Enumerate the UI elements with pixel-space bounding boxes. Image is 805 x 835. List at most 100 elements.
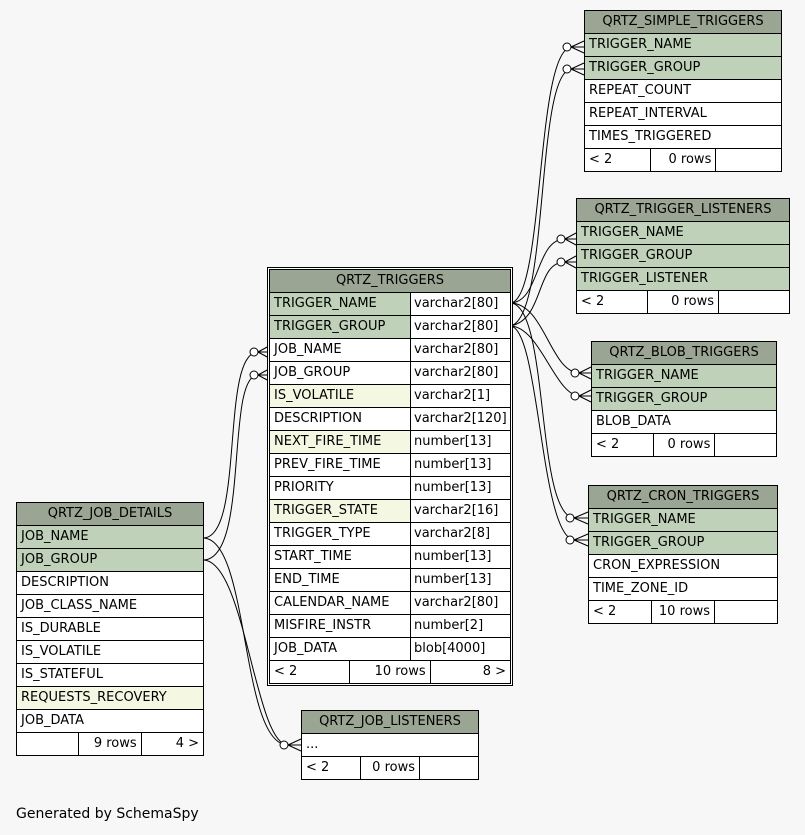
table-footer: < 2 10 rows <box>589 601 777 623</box>
column-name: IS_VOLATILE <box>274 388 355 403</box>
column-name: TIME_ZONE_ID <box>593 581 689 596</box>
table-title[interactable]: QRTZ_TRIGGERS <box>270 270 510 293</box>
column-name: TRIGGER_GROUP <box>581 248 693 263</box>
column-row[interactable]: JOB_CLASS_NAME <box>17 595 203 618</box>
column-name: IS_STATEFUL <box>21 667 104 682</box>
children-count <box>419 757 478 779</box>
column-row[interactable]: TRIGGER_NAME <box>592 365 776 388</box>
column-name: NEXT_FIRE_TIME <box>274 434 382 449</box>
column-row[interactable]: TRIGGER_GROUP varchar2[80] <box>270 316 510 339</box>
column-row[interactable]: TRIGGER_GROUP <box>592 388 776 411</box>
children-count[interactable]: 4 > <box>140 733 203 755</box>
children-count <box>718 291 789 313</box>
column-name: CRON_EXPRESSION <box>593 558 721 573</box>
column-row[interactable]: IS_DURABLE <box>17 618 203 641</box>
column-row[interactable]: TIME_ZONE_ID <box>589 578 777 601</box>
children-count <box>714 601 777 623</box>
parents-count[interactable]: < 2 <box>274 664 298 679</box>
column-row[interactable]: CALENDAR_NAME varchar2[80] <box>270 592 510 615</box>
table-title[interactable]: QRTZ_SIMPLE_TRIGGERS <box>585 11 781 34</box>
column-name: TRIGGER_NAME <box>581 225 684 240</box>
column-name: JOB_CLASS_NAME <box>21 598 138 613</box>
column-name: PRIORITY <box>274 480 334 495</box>
column-row[interactable]: JOB_NAME <box>17 526 203 549</box>
column-type: varchar2[80] <box>410 316 510 338</box>
column-name: PREV_FIRE_TIME <box>274 457 381 472</box>
table-title[interactable]: QRTZ_BLOB_TRIGGERS <box>592 342 776 365</box>
table-qrtz-trigger-listeners[interactable]: QRTZ_TRIGGER_LISTENERS TRIGGER_NAME TRIG… <box>576 198 790 314</box>
parents-count[interactable]: < 2 <box>581 294 605 309</box>
column-row[interactable]: JOB_DATA <box>17 710 203 733</box>
column-row[interactable]: CRON_EXPRESSION <box>589 555 777 578</box>
row-count: 0 rows <box>649 149 716 171</box>
table-title[interactable]: QRTZ_TRIGGER_LISTENERS <box>577 199 789 222</box>
column-name: JOB_DATA <box>21 713 84 728</box>
column-row[interactable]: TRIGGER_GROUP <box>585 57 781 80</box>
column-row[interactable]: IS_STATEFUL <box>17 664 203 687</box>
column-row[interactable]: REPEAT_COUNT <box>585 80 781 103</box>
column-name: TRIGGER_NAME <box>593 512 696 527</box>
column-row[interactable]: PREV_FIRE_TIME number[13] <box>270 454 510 477</box>
column-type: varchar2[8] <box>410 523 510 545</box>
column-row[interactable]: BLOB_DATA <box>592 411 776 434</box>
table-qrtz-job-listeners[interactable]: QRTZ_JOB_LISTENERS ... < 2 0 rows <box>301 710 479 780</box>
column-row[interactable]: IS_VOLATILE <box>17 641 203 664</box>
table-title[interactable]: QRTZ_JOB_LISTENERS <box>302 711 478 734</box>
column-name: IS_DURABLE <box>21 621 101 636</box>
children-count[interactable]: 8 > <box>429 661 510 683</box>
table-footer: < 2 0 rows <box>577 291 789 313</box>
column-name: TRIGGER_GROUP <box>274 319 386 334</box>
column-row[interactable]: JOB_GROUP <box>17 549 203 572</box>
column-row[interactable]: TRIGGER_LISTENER <box>577 268 789 291</box>
column-row[interactable]: TRIGGER_NAME <box>577 222 789 245</box>
generator-credit: Generated by SchemaSpy <box>16 806 199 822</box>
column-name: TRIGGER_GROUP <box>589 60 701 75</box>
table-title[interactable]: QRTZ_JOB_DETAILS <box>17 503 203 526</box>
column-row[interactable]: TRIGGER_GROUP <box>589 532 777 555</box>
parents-count[interactable]: < 2 <box>593 604 617 619</box>
table-qrtz-blob-triggers[interactable]: QRTZ_BLOB_TRIGGERS TRIGGER_NAME TRIGGER_… <box>591 341 777 457</box>
column-name: TIMES_TRIGGERED <box>589 129 712 144</box>
table-qrtz-cron-triggers[interactable]: QRTZ_CRON_TRIGGERS TRIGGER_NAME TRIGGER_… <box>588 485 778 624</box>
table-title[interactable]: QRTZ_CRON_TRIGGERS <box>589 486 777 509</box>
column-name: IS_VOLATILE <box>21 644 102 659</box>
column-type: varchar2[80] <box>410 339 510 361</box>
table-footer: < 2 0 rows <box>585 149 781 171</box>
column-row[interactable]: REPEAT_INTERVAL <box>585 103 781 126</box>
parents-count[interactable]: < 2 <box>596 437 620 452</box>
column-row[interactable]: TRIGGER_NAME <box>589 509 777 532</box>
column-name: CALENDAR_NAME <box>274 595 390 610</box>
column-row[interactable]: TRIGGER_NAME <box>585 34 781 57</box>
column-row[interactable]: ... <box>302 734 478 757</box>
table-footer: < 2 10 rows 8 > <box>270 661 510 683</box>
column-row[interactable]: DESCRIPTION <box>17 572 203 595</box>
row-count: 10 rows <box>349 661 429 683</box>
parents-count[interactable]: < 2 <box>306 760 330 775</box>
column-row[interactable]: TIMES_TRIGGERED <box>585 126 781 149</box>
parents-count[interactable]: < 2 <box>589 152 613 167</box>
table-qrtz-job-details[interactable]: QRTZ_JOB_DETAILS JOB_NAME JOB_GROUP DESC… <box>16 502 204 756</box>
table-qrtz-simple-triggers[interactable]: QRTZ_SIMPLE_TRIGGERS TRIGGER_NAME TRIGGE… <box>584 10 782 172</box>
column-type: varchar2[80] <box>410 592 510 614</box>
column-name: START_TIME <box>274 549 352 564</box>
column-row[interactable]: TRIGGER_GROUP <box>577 245 789 268</box>
column-row[interactable]: REQUESTS_RECOVERY <box>17 687 203 710</box>
column-type: number[13] <box>410 454 510 476</box>
row-count: 0 rows <box>360 757 419 779</box>
row-count: 9 rows <box>78 733 140 755</box>
